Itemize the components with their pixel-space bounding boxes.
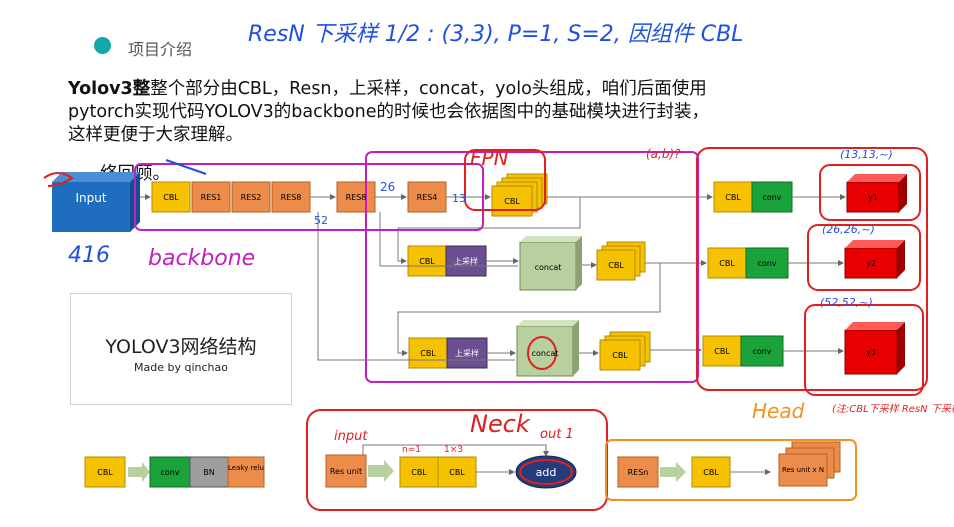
backbone-row [151,181,447,213]
shape1-annot: (13,13,~) [840,148,893,161]
channel-annot: (a,b)? [646,147,681,161]
head1-cbl-label: CBL [725,193,741,202]
connection-lines [140,194,846,361]
n1-annot: n=1 [402,445,421,455]
neck-row-middle [407,236,646,291]
legend-resn-label: RESn [628,468,649,477]
y3-label: y3 [866,348,876,357]
fpn-annot: FPN [470,146,509,170]
intro-line1: 整个部分由CBL，Resn，上采样，concat，yolo头组成，咱们后面使用 [150,79,707,99]
head2-cbl-label: CBL [719,259,735,268]
head-note-annot: (注:CBL下采样 ResN 下采样) [832,403,954,415]
annotation-title: ResN 下采样 1/2 : (3,3), P=1, S=2, 因组件 CBL [248,22,744,47]
neck2-cbl-label: CBL [419,257,435,266]
neck3-cbl-label: CBL [420,349,436,358]
legend-bn-label: BN [203,468,214,477]
bb-res2-label: RES2 [241,193,262,202]
neck-annot: Neck [470,410,531,438]
y1-label: y1 [868,193,878,202]
legend-blocks [84,441,841,489]
shape3-annot: (52,52,~) [820,296,873,309]
input-label: Input [75,191,106,205]
neck3-concat-label: concat [532,349,559,358]
bb-res8b-label: RES8 [346,193,367,202]
neck2-upsample-label: 上采样 [454,256,478,266]
legend-add-label: add [536,466,557,479]
legend-cbl3-label: CBL [703,468,719,477]
head-annot: Head [752,399,805,423]
top-cbl-label: CBL [504,197,520,206]
input-note-annot: input [334,429,368,444]
card-subtitle: Made by qinchao [134,361,228,374]
legend-cbl-label: CBL [97,468,113,477]
neck3-cbl-out-label: CBL [612,351,628,360]
bb-res1-label: RES1 [201,193,222,202]
legend-res-unit-label: Res unit [330,467,362,476]
neck2-cbl-out-label: CBL [608,261,624,270]
y2-label: y2 [866,259,876,268]
num26-annot: 26 [380,180,395,194]
out-note-annot: out 1 [540,427,574,442]
intro-line3: 这样更便于大家理解。 [68,125,243,145]
neck2-concat-label: concat [535,263,562,272]
input-size-annot: 416 [68,243,110,268]
bb-cbl-label: CBL [163,193,179,202]
annotation-strokes [43,147,928,511]
neck3-upsample-label: 上采样 [455,348,479,358]
intro-lead: Yolov3整 [68,79,151,99]
bullet-dot-icon [94,37,111,54]
head3-cbl-label: CBL [714,347,730,356]
intro-paragraph: Yolov3整整个部分由CBL，Resn，上采样，concat，yolo头组成，… [68,78,928,147]
head3-conv-label: conv [752,347,771,356]
n2-annot: 1×3 [444,445,463,455]
shape2-annot: (26,26,~) [822,223,875,236]
backbone-annot: backbone [148,246,255,271]
head1-conv-label: conv [762,193,781,202]
bb-res4-label: RES4 [417,193,438,202]
cbl-stack-top [491,173,548,217]
legend-res-unit-n-label: Res unit x N [782,466,824,474]
section-title: 项目介绍 [128,40,193,59]
bb-res8a-label: RES8 [281,193,302,202]
legend-leaky-label: Leaky relu [228,464,264,472]
info-card: YOLOV3网络结构 Made by qinchao [70,293,292,405]
card-title: YOLOV3网络结构 [105,336,257,358]
num13-annot: 13 [452,192,466,205]
legend-cbl2-label: CBL [449,468,465,477]
legend-cbl1-label: CBL [411,468,427,477]
head2-conv-label: conv [757,259,776,268]
num52-annot: 52 [314,214,328,227]
intro-line2: pytorch实现代码YOLOV3的backbone的时候也会依据图中的基础模块… [68,102,710,122]
head-rows [702,174,907,375]
legend-conv-label: conv [160,468,179,477]
